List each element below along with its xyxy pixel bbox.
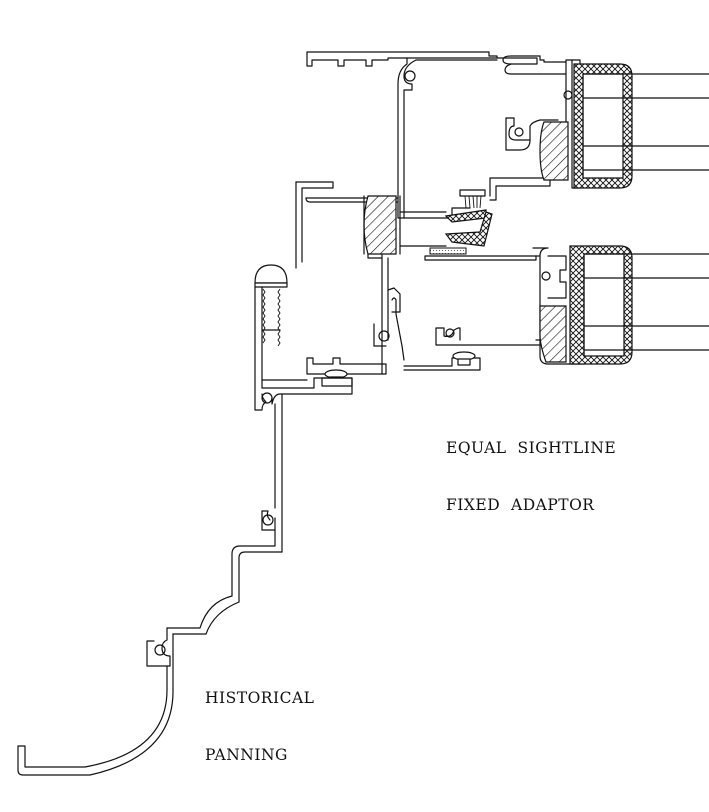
setting-blocks — [424, 247, 537, 261]
label-equal-sightline-fixed-adaptor: EQUAL SIGHTLINE FIXED ADAPTOR — [446, 401, 616, 534]
fixed-adaptor-extrusion — [306, 211, 541, 375]
label-panning-line1: HISTORICAL — [205, 689, 315, 707]
gasket-clips — [321, 351, 476, 387]
label-panning-line2: PANNING — [205, 746, 288, 764]
upper-frame-extrusion — [306, 51, 573, 219]
middle-thermal-break — [363, 195, 401, 255]
upper-glazing-unit — [563, 59, 709, 189]
label-historical-panning: HISTORICAL PANNING — [205, 651, 314, 784]
historical-panning-extrusion — [17, 286, 353, 776]
lower-sash-glazing-unit — [532, 245, 709, 365]
screw-fastener — [254, 264, 288, 347]
label-adaptor-line1: EQUAL SIGHTLINE — [446, 439, 617, 457]
upper-thermal-break — [539, 121, 569, 181]
weather-stripping-brush — [444, 189, 493, 247]
label-adaptor-line2: FIXED ADAPTOR — [446, 496, 595, 514]
